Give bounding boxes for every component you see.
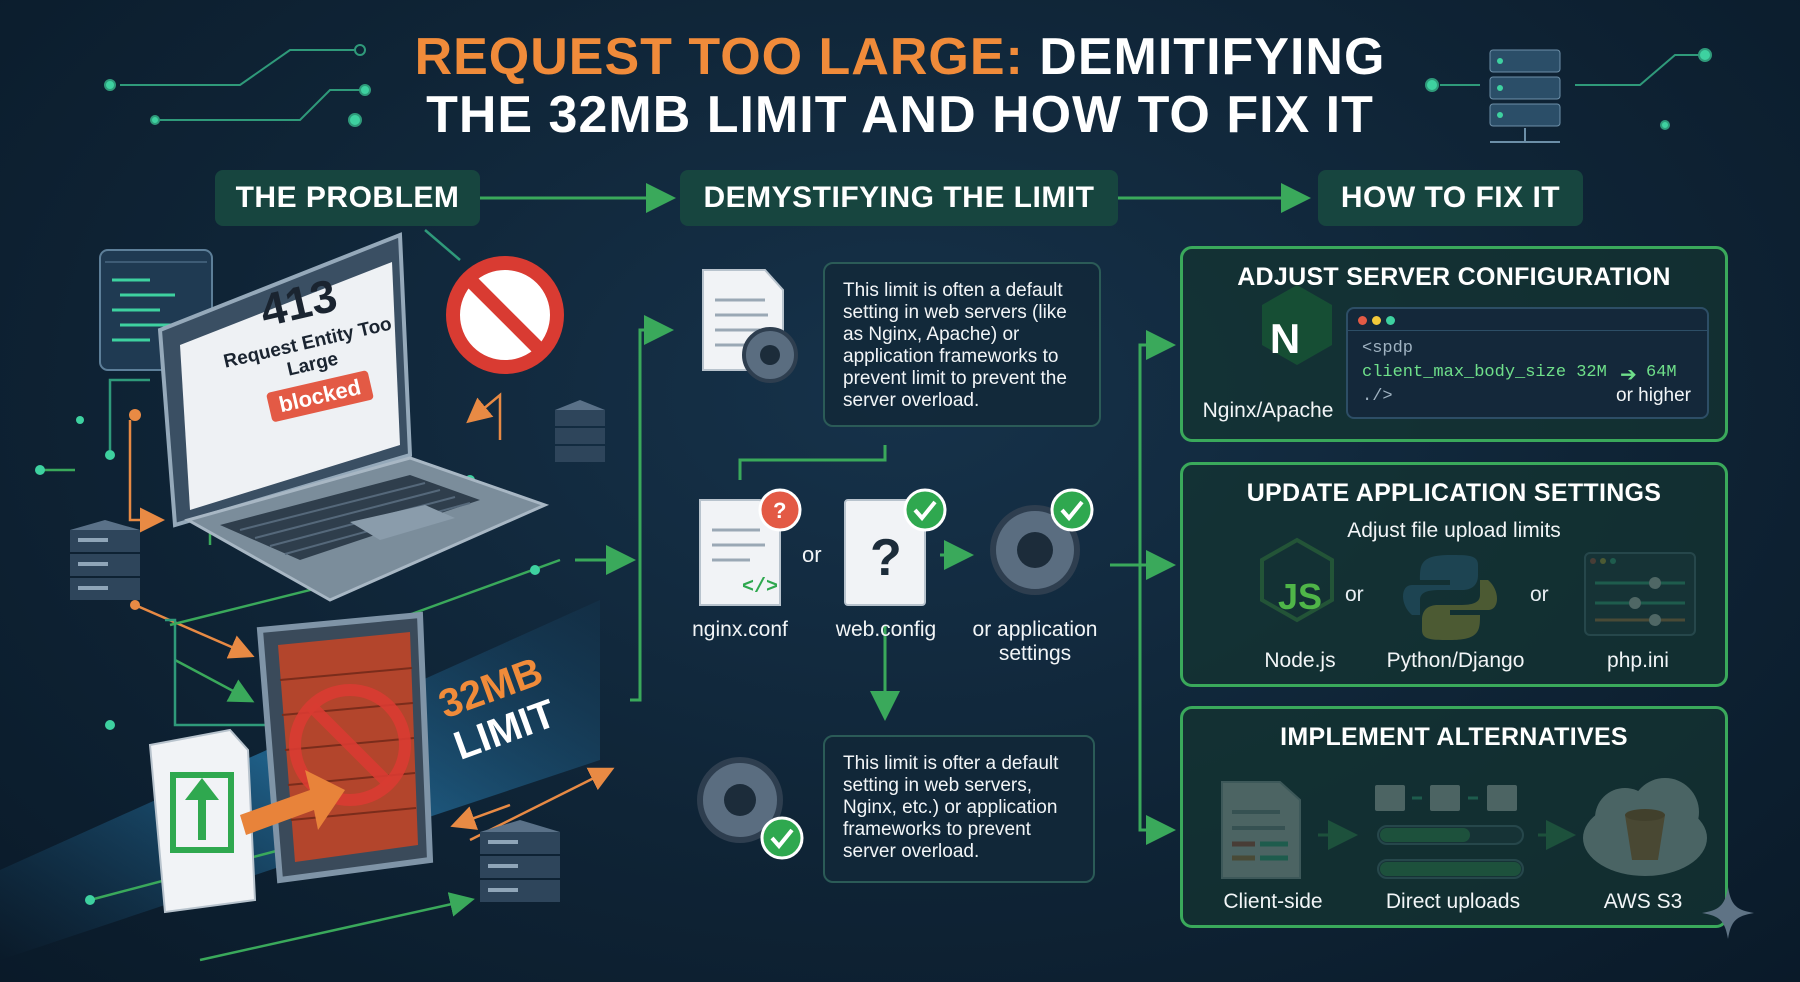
info-box-top: This limit is often a default setting in…	[823, 262, 1101, 427]
label-python-django: Python/Django	[1386, 649, 1525, 672]
panel-subtitle-app: Adjust file upload limits	[1347, 519, 1561, 542]
server-icon-right	[555, 400, 605, 462]
code-window-titlebar	[1348, 309, 1707, 331]
application-settings-gear-icon	[990, 488, 1094, 595]
label-nginx-conf: nginx.conf	[692, 618, 788, 641]
title-line2: THE 32MB LIMIT AND HOW TO FIX IT	[426, 86, 1374, 144]
server-stack-icon	[1489, 49, 1561, 143]
label-aws-s3: AWS S3	[1603, 890, 1683, 913]
circuit-decoration-left	[104, 44, 371, 127]
code-directive: client_max_body_size 32M	[1362, 363, 1607, 382]
code-note: or higher	[1616, 385, 1691, 406]
code-new-value: 64M	[1646, 363, 1677, 382]
label-php-ini: php.ini	[1607, 649, 1669, 672]
circuit-decoration-right	[1425, 48, 1712, 130]
label-nginx-apache: Nginx/Apache	[1202, 399, 1334, 422]
code-open-tag: <spdp	[1362, 339, 1414, 358]
laptop-icon	[157, 232, 550, 602]
label-nodejs: Node.js	[1264, 649, 1336, 672]
label-web-config: web.config	[835, 618, 937, 641]
sparkle-icon	[1702, 887, 1754, 939]
code-arrow-icon: ➔	[1620, 364, 1637, 386]
label-client-side: Client-side	[1223, 890, 1323, 913]
nodejs-logo-text: JS	[1277, 576, 1323, 617]
panel-title-app: UPDATE APPLICATION SETTINGS	[1246, 479, 1662, 507]
section-header-fix: HOW TO FIX IT	[1318, 170, 1583, 226]
title-rest: DEMITIFYING	[1023, 28, 1386, 86]
info-box-bottom: This limit is ofter a default setting in…	[823, 735, 1095, 883]
upload-arrow-icon	[240, 770, 345, 835]
nginx-conf-file-icon: </> ?	[699, 488, 802, 606]
code-close-tag: ./>	[1362, 387, 1393, 406]
svg-text:?: ?	[870, 529, 902, 587]
firewall-icon	[256, 611, 434, 884]
or-separator-2: or	[1530, 583, 1549, 606]
svg-text:?: ?	[773, 498, 786, 523]
panel-title-server: ADJUST SERVER CONFIGURATION	[1237, 263, 1671, 291]
server-icon-bottom	[480, 820, 560, 902]
label-app-settings: or application settings	[972, 618, 1098, 665]
web-config-file-icon: ?	[844, 488, 947, 606]
panel-alternatives: IMPLEMENT ALTERNATIVES Client-side Direc…	[1180, 706, 1728, 928]
panel-title-alt: IMPLEMENT ALTERNATIVES	[1280, 723, 1628, 751]
or-separator-1: or	[1345, 583, 1364, 606]
server-icon-left	[70, 520, 140, 600]
prohibited-sign-icon	[446, 256, 564, 374]
panel-server-config: ADJUST SERVER CONFIGURATION N Nginx/Apac…	[1180, 246, 1728, 442]
title-accent: REQUEST TOO LARGE:	[414, 28, 1024, 86]
nginx-logo-letter: N	[1269, 315, 1301, 362]
upload-file-icon	[148, 728, 257, 914]
label-direct-uploads: Direct uploads	[1385, 890, 1521, 913]
page-title: REQUEST TOO LARGE: DEMITIFYING THE 32MB …	[300, 28, 1500, 144]
code-window: <spdp client_max_body_size 32M ➔ 64M ./>…	[1346, 307, 1709, 419]
config-document-gear-icon	[702, 269, 798, 383]
or-separator: or	[802, 542, 822, 567]
section-header-problem: THE PROBLEM	[215, 170, 480, 226]
section-header-demystify: DEMYSTIFYING THE LIMIT	[680, 170, 1118, 226]
gear-check-icon	[697, 757, 804, 860]
panel-app-settings: UPDATE APPLICATION SETTINGS Adjust file …	[1180, 462, 1728, 687]
svg-text:</>: </>	[742, 576, 778, 599]
